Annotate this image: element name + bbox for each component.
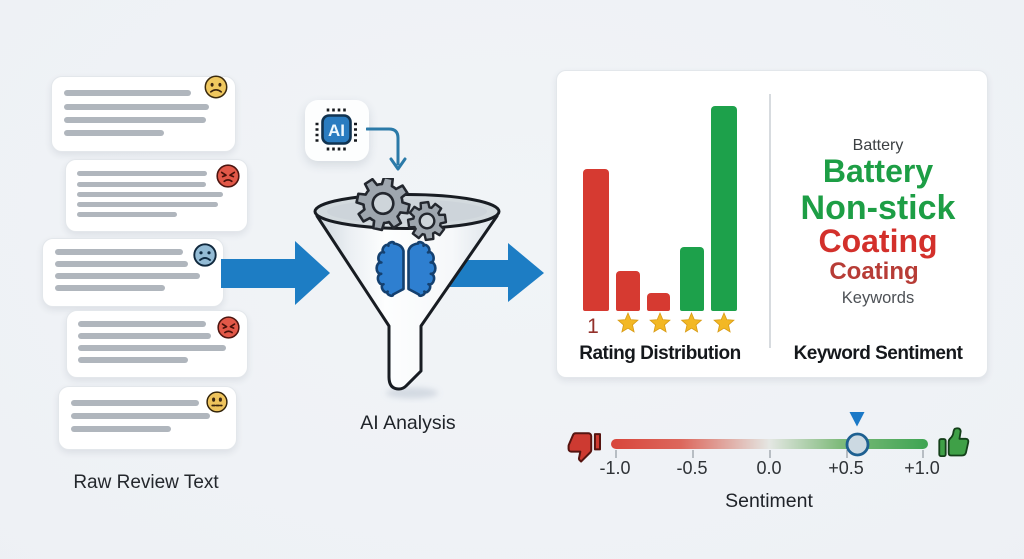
svg-text:AI: AI: [328, 121, 345, 140]
